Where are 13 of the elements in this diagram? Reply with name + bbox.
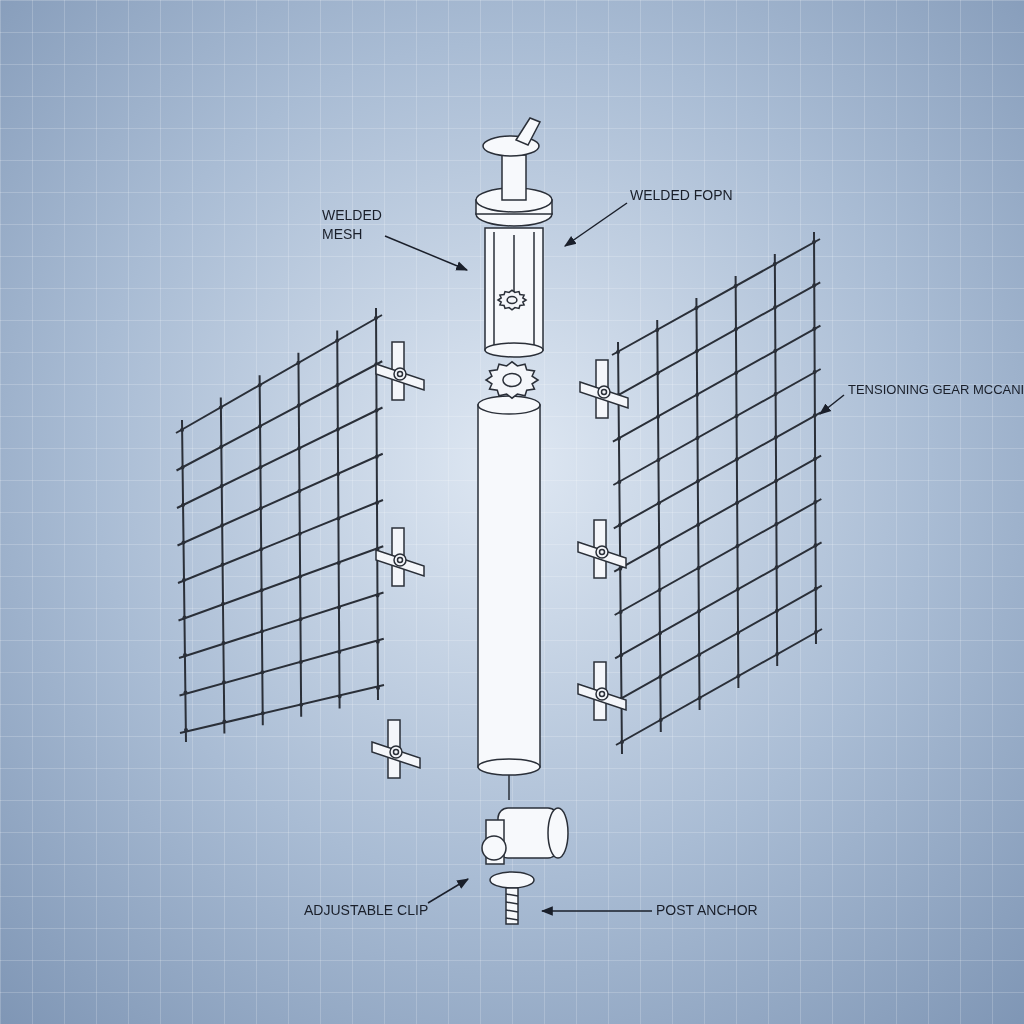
callout-label: WELDED FOPN — [630, 186, 734, 205]
leader-arrow — [384, 235, 469, 271]
leader-arrow — [819, 394, 845, 415]
leader-arrow — [564, 202, 628, 247]
welded-mesh-panel — [611, 231, 823, 755]
callout-label: WELDED MESH — [322, 206, 383, 244]
leader-arrow — [427, 878, 470, 904]
fence-post-drawing — [475, 117, 553, 801]
motor-anchor-drawing — [481, 807, 569, 925]
callout-label: TENSIONING GEAR MCCANI — [848, 381, 1024, 399]
callout-label: POST ANCHOR — [656, 901, 759, 920]
leader-arrow — [540, 906, 653, 916]
callout-label: ADJUSTABLE CLIP — [304, 901, 430, 920]
